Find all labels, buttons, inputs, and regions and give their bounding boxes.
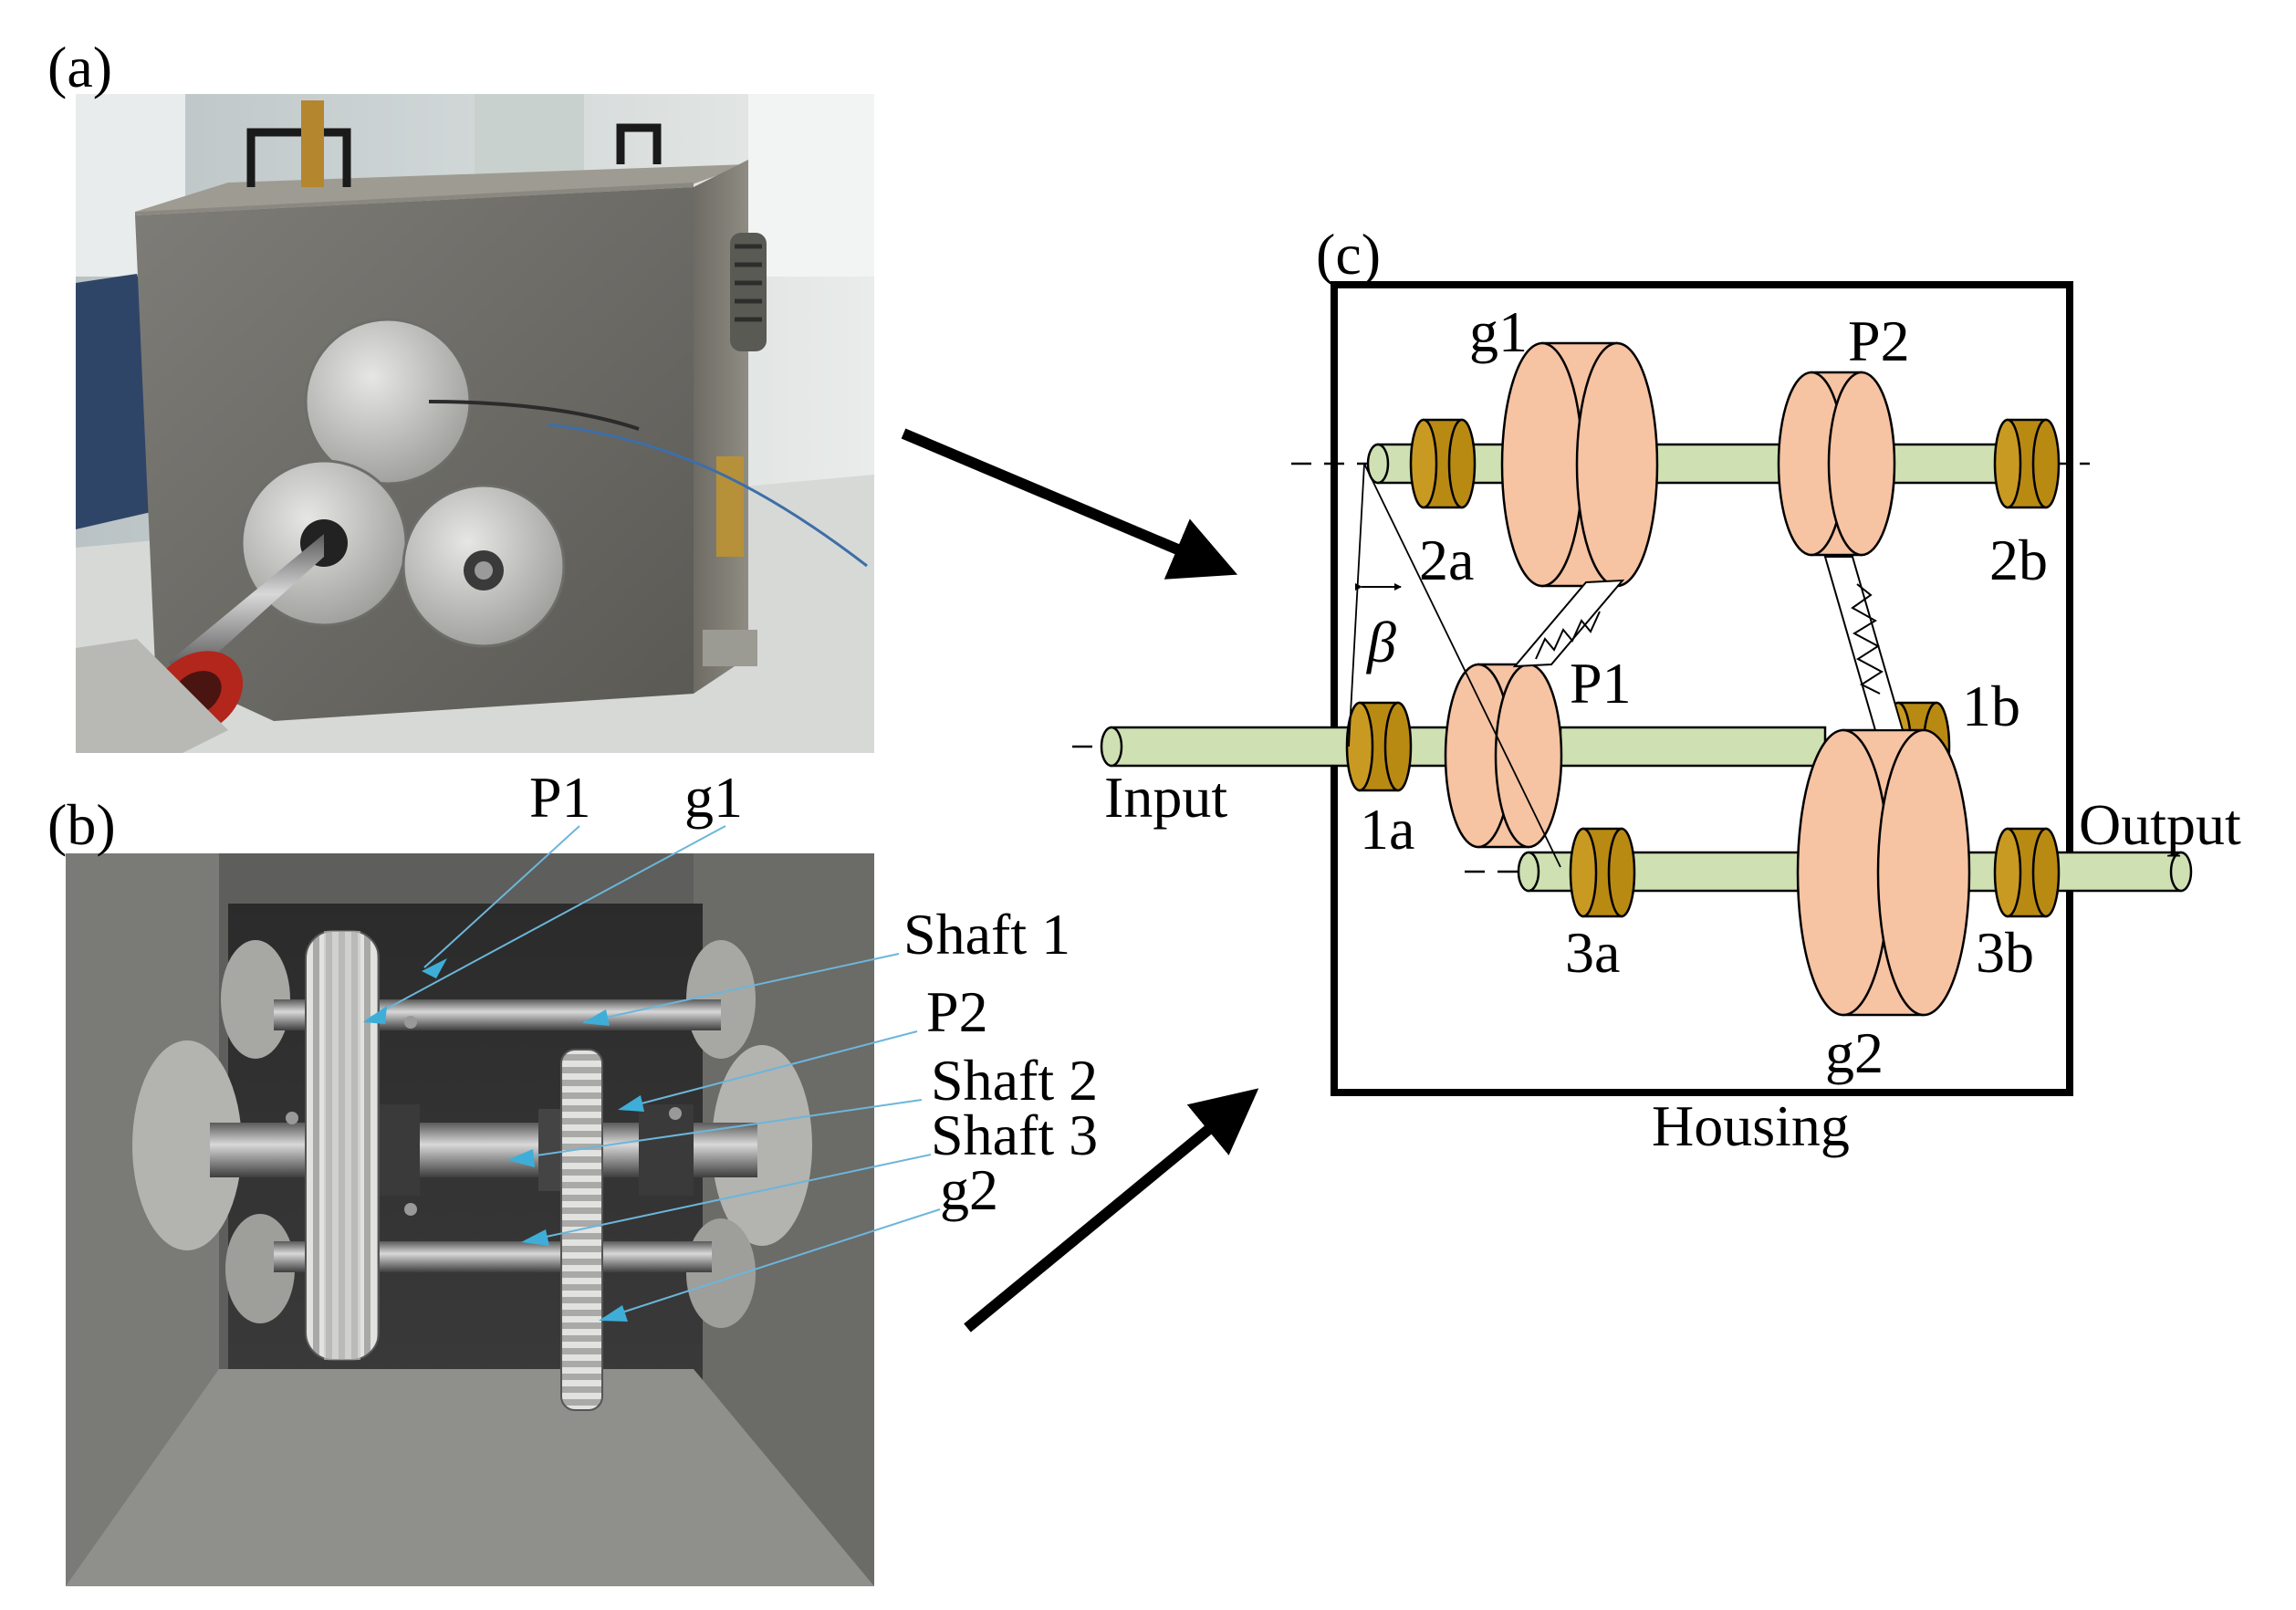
panel-b-label: (b) <box>47 792 116 857</box>
arrow-a-to-c <box>901 428 1238 580</box>
callout-g2: g2 <box>940 1157 998 1222</box>
callout-shaft-1: Shaft 1 <box>903 902 1070 967</box>
bearing-2b-label: 2b <box>1989 528 2048 592</box>
callout-shaft-2: Shaft 2 <box>931 1048 1098 1113</box>
input-label: Input <box>1104 765 1227 830</box>
bearing-1b-label: 1b <box>1962 674 2020 738</box>
gear-p2-label: P2 <box>1848 308 1910 373</box>
beta-symbol: β <box>1365 610 1396 674</box>
gear-g1-label: g1 <box>1469 299 1528 364</box>
callout-p1: P1 <box>529 765 591 830</box>
callout-p2: P2 <box>926 979 988 1044</box>
bearing-1a-label: 1a <box>1360 797 1414 862</box>
bearing-3a-label: 3a <box>1565 920 1620 985</box>
panel-a-photo <box>76 94 874 753</box>
housing-box <box>1331 281 2073 1096</box>
panel-c-schematic <box>1072 281 2193 1096</box>
arrow-b-to-c <box>964 1088 1259 1333</box>
housing-label: Housing <box>1652 1093 1850 1158</box>
panel-a-label: (a) <box>47 35 112 99</box>
gear-g2-label: g2 <box>1825 1020 1884 1085</box>
bearing-3b-label: 3b <box>1976 920 2034 985</box>
output-label: Output <box>2079 792 2241 857</box>
bearing-2a-label: 2a <box>1419 528 1474 592</box>
panel-b-photo <box>66 825 941 1586</box>
callout-shaft-3: Shaft 3 <box>931 1103 1098 1167</box>
callout-g1: g1 <box>684 765 743 830</box>
panel-c-label: (c) <box>1316 222 1381 287</box>
gear-p1-label: P1 <box>1570 651 1632 716</box>
